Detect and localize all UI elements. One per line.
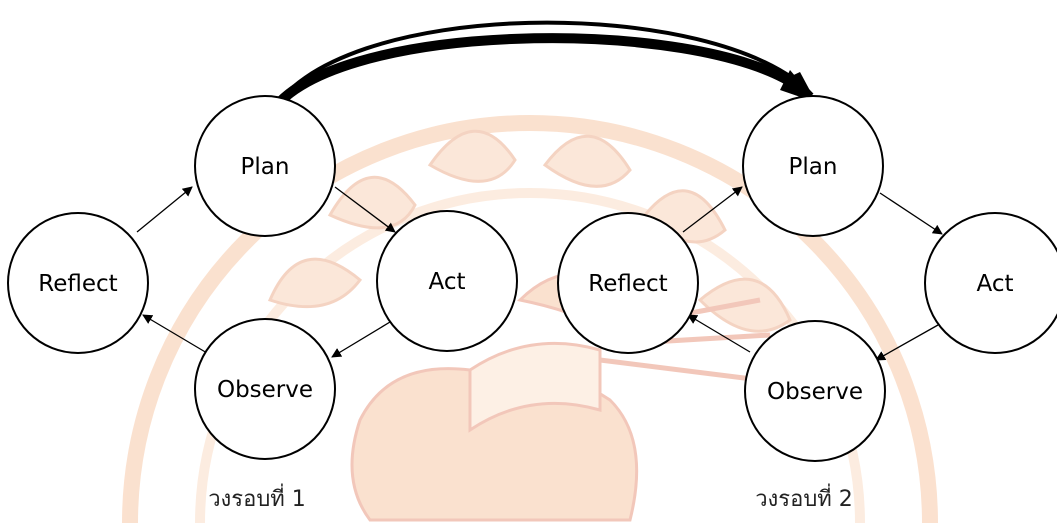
arrow-act-to-observe — [331, 321, 391, 358]
node-reflect: Reflect — [557, 212, 699, 354]
arrow-reflect-to-plan — [136, 186, 193, 233]
arrow-plan-to-act — [334, 186, 396, 233]
node-reflect-label: Reflect — [588, 271, 667, 297]
node-observe-label: Observe — [767, 379, 863, 405]
cycle-transition-arrow — [263, 20, 818, 121]
node-plan-label: Plan — [789, 154, 838, 180]
cycle-2-caption: วงรอบที่ 2 — [755, 483, 853, 512]
node-act: Act — [924, 212, 1057, 354]
node-observe: Observe — [194, 318, 336, 460]
node-observe-label: Observe — [217, 377, 313, 403]
arrow-reflect-to-plan — [682, 186, 743, 233]
node-reflect-label: Reflect — [38, 271, 117, 297]
cycle-1: Plan Act Observe Reflect วงรอบที่ 1 — [7, 95, 518, 512]
node-reflect: Reflect — [7, 212, 149, 354]
node-act-label: Act — [429, 269, 466, 295]
arrow-observe-to-reflect — [142, 314, 208, 354]
arrow-plan-to-act — [879, 192, 943, 235]
cycle-2: Plan Act Observe Reflect วงรอบที่ 2 — [557, 95, 1057, 512]
node-plan-label: Plan — [241, 154, 290, 180]
arrow-act-to-observe — [875, 324, 939, 361]
node-act: Act — [376, 210, 518, 352]
node-plan: Plan — [742, 95, 884, 237]
node-observe: Observe — [744, 320, 886, 462]
arrow-observe-to-reflect — [687, 314, 751, 353]
node-plan: Plan — [194, 95, 336, 237]
node-act-label: Act — [977, 271, 1014, 297]
cycle-1-caption: วงรอบที่ 1 — [208, 483, 306, 512]
